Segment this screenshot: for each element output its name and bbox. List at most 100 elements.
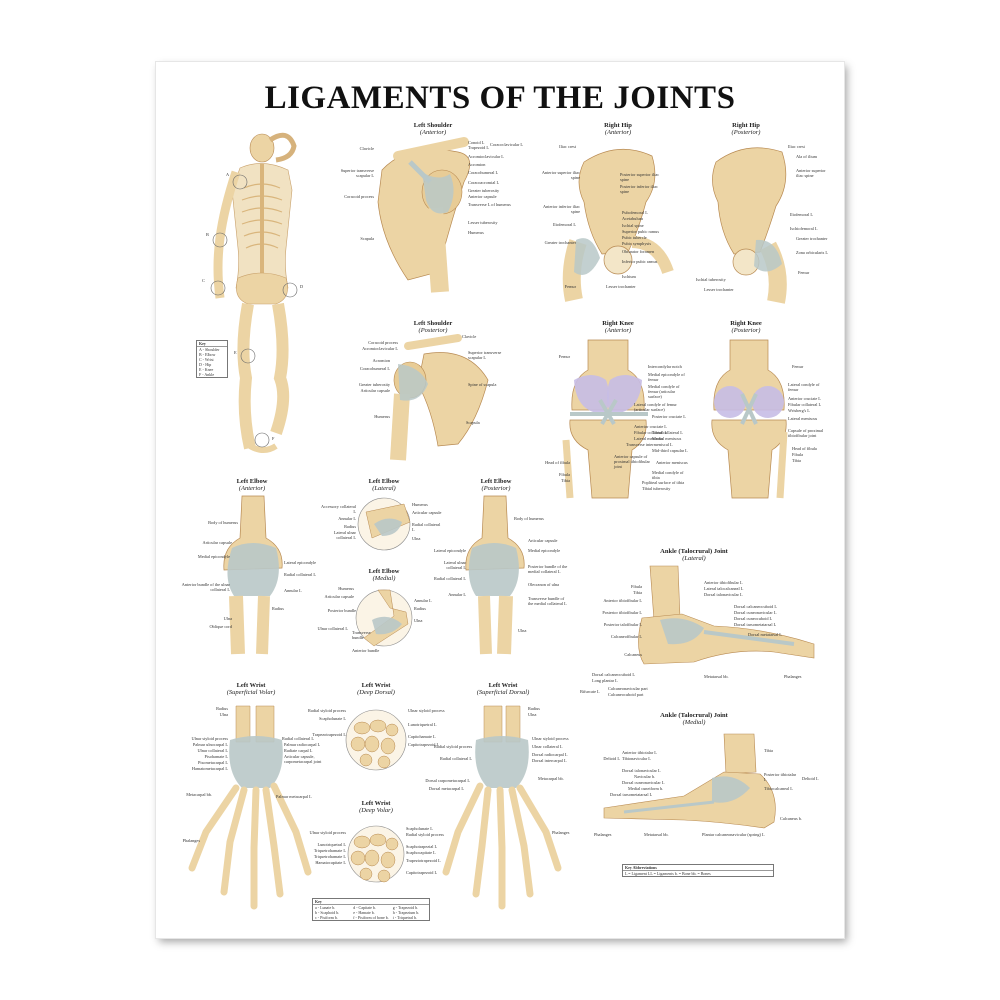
panel-subtitle: (Medial) [372, 575, 396, 582]
label: Capsule of proximal tibiofibular joint [788, 428, 824, 438]
label: Lateral epicondyle [284, 560, 317, 565]
label: Radius [216, 706, 228, 711]
panel-knee-posterior: Right Knee (Posterior) Femur Lateral con… [696, 320, 836, 500]
label: Femur [558, 354, 570, 359]
marker-wrist: C [202, 278, 205, 283]
label: Plantar calcaneonavicular (spring) L [702, 832, 765, 837]
label: Ischium [622, 274, 636, 279]
label: Lesser tuberosity [468, 220, 498, 225]
label: Deltoid L [802, 776, 819, 781]
label: Transverse bundle [352, 630, 371, 640]
wrist-key-item: d - Capitate b. [353, 905, 376, 910]
label: Femur [798, 270, 810, 275]
label: Radial styloid process [308, 708, 346, 713]
label: Posterior inferior iliac spine [620, 184, 658, 194]
label: Scaphotrapezial L [406, 844, 438, 849]
label: Metatarsal bb. [704, 674, 729, 679]
label: Lateral meniscus [788, 416, 818, 421]
label: Ulna [528, 712, 537, 717]
label: Greater trochanter [796, 236, 828, 241]
label: Superior transverse scapular L [468, 350, 502, 360]
marker-hip: D [300, 284, 304, 289]
panel-subtitle: (Lateral) [682, 555, 706, 562]
label: Dorsal radiocarpal L [532, 752, 568, 757]
panel-title-text: Left Elbow [368, 478, 400, 485]
label: Radius [272, 606, 284, 611]
label: Ulnar styloid process [408, 708, 445, 713]
label: Anterior superior iliac spine [796, 168, 826, 178]
panel-subtitle: (Medial) [682, 719, 706, 726]
body-key-item: F - Ankle [199, 372, 215, 377]
body-key-item: A - Shoulder [199, 347, 220, 352]
label: Head of fibula [792, 446, 817, 451]
label: Greater tuberosity [468, 188, 500, 193]
label: Acromioclavicular L [468, 154, 504, 159]
label: Dorsal cuneonavicular L [734, 610, 777, 615]
label: Palmar radiocarpal L [284, 742, 321, 747]
body-figure: A B C D E F [196, 128, 316, 458]
panel-subtitle: (Lateral) [372, 485, 396, 492]
panel-knee-anterior: Right Knee (Anterior) Femur Head of fibu… [545, 320, 698, 500]
wrist-key-item: h - Trapezium b. [392, 910, 420, 915]
label: Ulna [223, 616, 232, 621]
hip-anterior-drawing [562, 148, 674, 302]
panel-wrist-superficial-dorsal: Left Wrist (Superficial Dorsal) Radial s… [418, 682, 588, 922]
label: Transverse intermeniscal L [626, 442, 673, 447]
panel-wrist-superficial-volar: Left Wrist (Superficial Volar) Radius Ul… [166, 682, 336, 922]
label: Lateral talocalcaneal L [704, 586, 744, 591]
label: Navicular b. [634, 774, 656, 779]
label: Articular capsule [202, 540, 232, 545]
label: Posterior talofibular L [603, 622, 642, 627]
label: Calcaneonavicular part [608, 686, 648, 691]
label: Mid-third capsular L [652, 448, 688, 453]
panel-title: Left Wrist (Superficial Volar) [216, 682, 286, 696]
label: Posterior tibiotalar L [764, 772, 797, 782]
label: Fibular collateral L [634, 430, 668, 435]
wrist-key: Key a - Lunate b. d - Capitate b. g - Tr… [312, 898, 430, 921]
label: Phalanges [594, 832, 612, 837]
abbreviation-key: Key Abbreviations L = Ligament LL = Liga… [622, 864, 774, 877]
panel-title-text: Left Wrist [236, 682, 266, 689]
label: Pubic symphysis [622, 241, 652, 246]
label: Dorsal calcaneocuboid L [592, 672, 635, 677]
label: Coracoacromial L [468, 180, 500, 185]
panel-title-text: Right Knee [602, 320, 634, 327]
wrist-key-item: a - Lunate b. [315, 905, 336, 910]
label: Obturator foramen [622, 249, 655, 254]
label: Trapezoid L [468, 145, 489, 150]
marker-knee: E [234, 350, 237, 355]
body-key-item: C - Wrist [199, 357, 214, 362]
panel-subtitle: (Superficial Dorsal) [476, 689, 530, 696]
label: Phalanges [552, 830, 570, 835]
label: Anterior cruciate L [788, 396, 821, 401]
label: Pisohamate L [204, 754, 228, 759]
label: Triquetrohamate L [313, 854, 346, 859]
label: Spine of scapula [468, 382, 497, 387]
label: Long plantar L [592, 678, 618, 683]
panel-elbow-lateral: Left Elbow (Lateral) Accessory collatera… [318, 478, 448, 558]
label: Femur [564, 284, 576, 289]
label: Anterior superior iliac spine [541, 170, 580, 180]
label: Clavicle [359, 146, 374, 151]
panel-elbow-anterior: Left Elbow (Anterior) Body of humerus Ar… [172, 478, 322, 658]
body-figure-drawing [210, 132, 298, 453]
panel-title: Left Shoulder (Posterior) [398, 320, 468, 334]
label: Popliteal surface of tibia [642, 480, 685, 485]
label: Dorsal intercarpal L [532, 758, 567, 763]
panel-title-text: Right Hip [604, 122, 632, 129]
label: Articular capsule [528, 538, 558, 543]
label: Annular L [448, 592, 466, 597]
label: Humerus [468, 230, 484, 235]
label: Medial epicondyle [197, 554, 230, 559]
shoulder-posterior-drawing [390, 334, 489, 461]
label: Tibia [792, 458, 801, 463]
panel-title: Left Elbow (Lateral) [354, 478, 414, 492]
label: Radius [414, 606, 426, 611]
panel-subtitle: (Deep Dorsal) [357, 689, 395, 696]
panel-title-text: Left Wrist [361, 682, 391, 689]
label: Dorsal calcaneocuboid L [734, 604, 777, 609]
panel-elbow-posterior: Left Elbow (Posterior) Lateral epicondyl… [434, 478, 586, 658]
label: Calcaneocuboid part [608, 692, 644, 697]
label: Lateral meniscus [634, 436, 664, 441]
label: Femur [792, 364, 804, 369]
